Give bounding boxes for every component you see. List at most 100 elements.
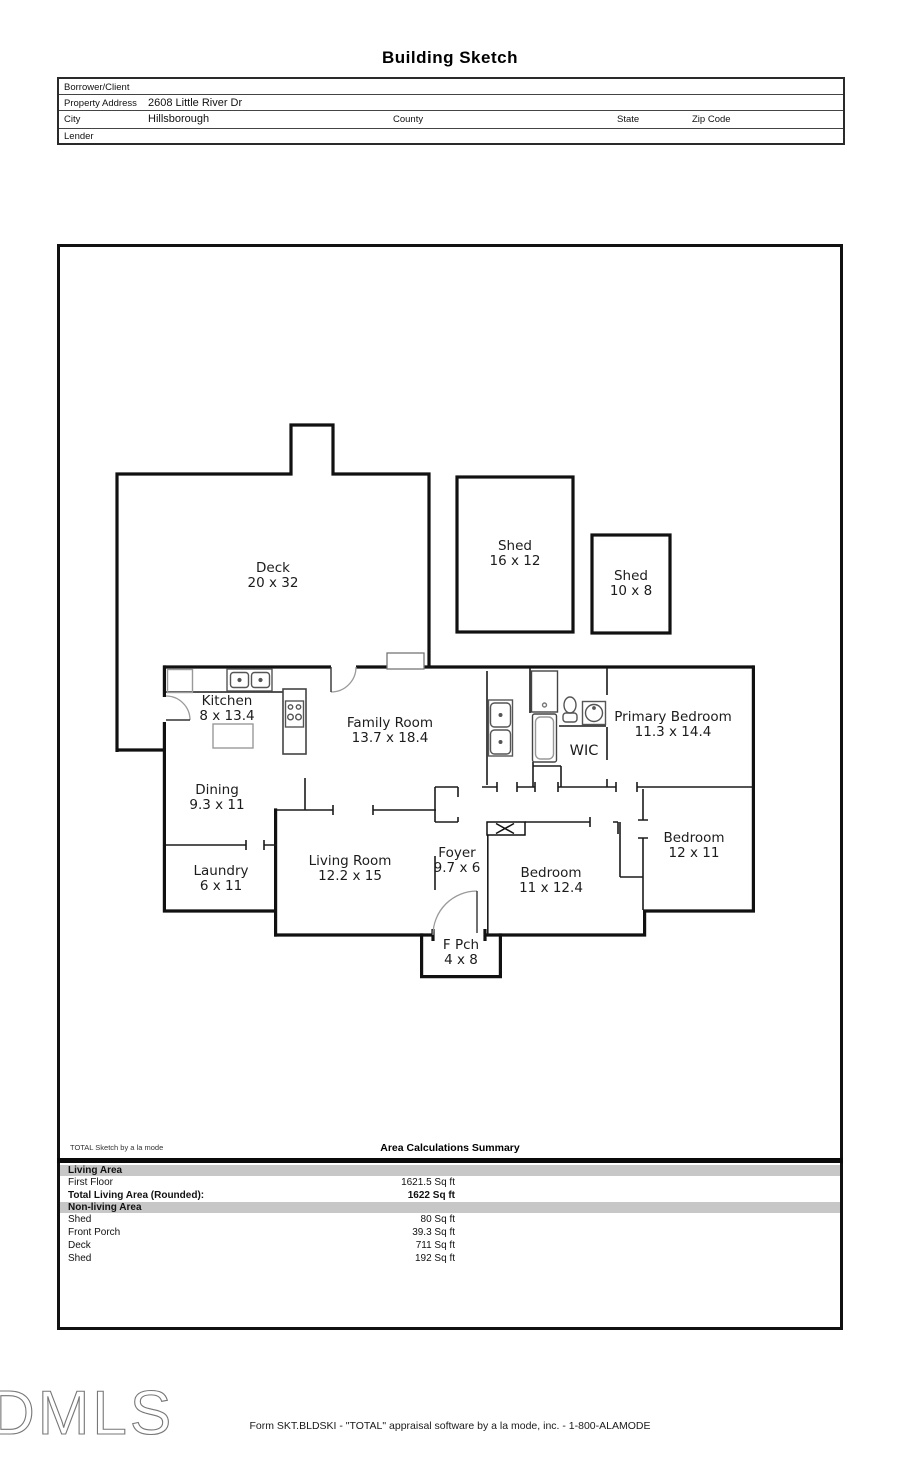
zip-code-label: Zip Code [692,114,731,125]
stove-burner [287,704,294,710]
kitchen-corner-counter [166,668,194,694]
living-area-header: Living Area [68,1165,123,1176]
front-porch-walls [420,933,502,979]
living-area-band [60,1165,840,1176]
lender-label: Lender [64,131,94,142]
shed-10x8-walls [590,533,672,635]
stove-burner [295,713,303,721]
bedroom1-top-wall [525,817,619,834]
summary-row-value: 192 Sq ft [414,1253,455,1264]
bedroom-divider-walls [619,789,648,910]
total-living-area-value: 1622 Sq ft [407,1190,455,1201]
kitchen-sink-counter [226,668,273,692]
county-label: County [393,114,424,125]
kitchen-sink-basin-right [250,671,271,689]
vanity-sink-top [489,702,512,728]
family-room-door-arc [330,666,357,693]
kitchen-sink-basin-left [229,671,250,689]
door-leaves [166,667,478,933]
borrower-label: Borrower/Client [64,82,130,93]
state-label: State [617,114,640,125]
shed-16x12-walls [455,475,575,634]
bath-sink-basin [584,703,604,723]
form-divider [59,94,843,95]
total-living-area-label: Total Living Area (Rounded): [68,1190,205,1201]
page-title: Building Sketch [382,48,518,67]
house-right-bottom-walls [274,665,755,937]
sink-drain [237,677,242,683]
summary-row-value: 80 Sq ft [420,1214,455,1225]
house-left-walls [162,665,278,937]
nonliving-area-header: Non-living Area [68,1202,142,1213]
summary-row-label: Front Porch [68,1227,121,1238]
footer-form-line: Form SKT.BLDSKI - "TOTAL" appraisal soft… [249,1420,651,1432]
hall-closet [486,821,526,836]
foyer-closet-walls [434,786,459,823]
summary-row-label: Shed [68,1253,92,1264]
header-form: Borrower/Client Property Address 2608 Li… [57,77,845,145]
city-value: Hillsborough [148,113,210,125]
summary-row-value: 1621.5 Sq ft [401,1177,455,1188]
bath-closet [530,670,559,713]
vanity-sink-bottom [489,729,512,755]
closet-knob [541,702,548,708]
shower-glass [534,716,555,760]
deck-kitchen-door-arc [165,695,191,721]
summary-row-label: First Floor [68,1177,113,1188]
total-sketch-branding: TOTAL Sketch by a la mode [70,1143,164,1152]
sink-drain [258,677,263,683]
summary-row-value: 39.3 Sq ft [412,1227,455,1238]
summary-title: Area Calculations Summary [380,1142,520,1154]
closet-x-icon [495,822,515,835]
door-arcs [165,666,478,936]
sink-drain [498,713,503,718]
summary-row-label: Deck [68,1240,91,1251]
kitchen-counter-column [282,688,307,755]
hallway-door-stubs [496,782,638,792]
stove-burner [287,713,295,721]
wic-alcove-walls [532,762,562,787]
dmls-watermark-logo: DMLS [0,1378,175,1448]
toilet-tank [562,712,578,723]
form-divider [59,110,843,111]
fireplace [386,652,425,670]
city-label: City [64,114,81,125]
interior-walls [166,668,753,934]
shower-stall [531,713,558,763]
stove [284,700,305,728]
form-divider [59,128,843,129]
summary-row-value: 711 Sq ft [415,1240,455,1251]
nonliving-area-band [60,1202,840,1213]
room-label-wic: WIC [569,743,599,759]
toilet-bowl [563,696,577,714]
floor-plan-drawing [115,423,755,979]
summary-row-label: Shed [68,1214,92,1225]
hall-bath-vanity [487,699,514,757]
sink-drain [498,740,503,745]
living-room-top-wall [277,805,436,815]
fixtures [166,668,607,763]
sink-faucet [592,706,596,710]
bath-sink-counter [581,700,607,726]
front-door-arc [432,890,478,936]
kitchen-island [212,723,254,749]
property-address-value: 2608 Little River Dr [148,97,243,109]
summary-divider-bar [57,1158,843,1163]
stove-burner [295,704,302,710]
deck-walls [115,423,431,752]
property-address-label: Property Address [64,98,137,109]
